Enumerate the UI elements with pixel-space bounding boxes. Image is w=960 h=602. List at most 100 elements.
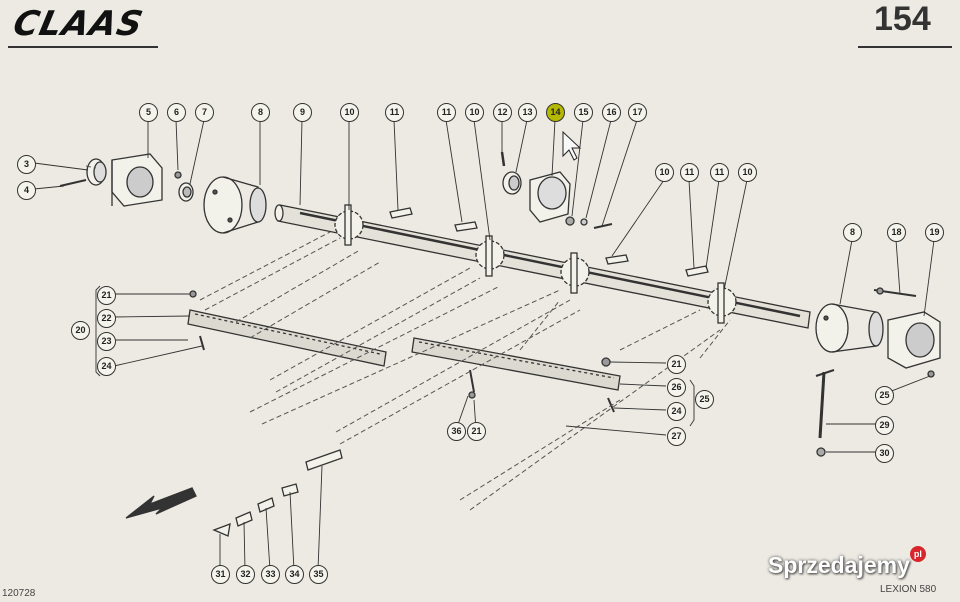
callout-17: 17 bbox=[628, 103, 647, 122]
callout-31: 31 bbox=[211, 565, 230, 584]
callout-20: 20 bbox=[71, 321, 90, 340]
bushing-13 bbox=[502, 171, 522, 195]
clip-31 bbox=[212, 522, 231, 537]
bolt-36 bbox=[469, 369, 475, 393]
seal-ring-left bbox=[86, 158, 107, 186]
nut-6 bbox=[174, 171, 182, 179]
callout-32: 32 bbox=[236, 565, 255, 584]
callout-9: 9 bbox=[293, 103, 312, 122]
callout-4: 4 bbox=[17, 181, 36, 200]
sprocket-2 bbox=[475, 235, 505, 277]
callout-30: 30 bbox=[875, 444, 894, 463]
page-number: 154 bbox=[874, 0, 931, 38]
callout-8: 8 bbox=[251, 103, 270, 122]
callout-10: 10 bbox=[738, 163, 757, 182]
callout-35: 35 bbox=[309, 565, 328, 584]
clip-33 bbox=[257, 497, 275, 513]
pin-12 bbox=[500, 151, 506, 167]
watermark-badge: pl bbox=[909, 546, 926, 562]
bolt-24a bbox=[199, 335, 205, 351]
callout-7: 7 bbox=[195, 103, 214, 122]
guide-rail-left bbox=[187, 309, 387, 367]
callout-23: 23 bbox=[97, 332, 116, 351]
guide-rail-left-teeth bbox=[194, 313, 381, 355]
callout-21: 21 bbox=[667, 355, 686, 374]
model-label: LEXION 580 bbox=[880, 584, 937, 595]
callout-24: 24 bbox=[97, 357, 116, 376]
callout-21: 21 bbox=[97, 286, 116, 305]
guide-rail-right bbox=[411, 337, 621, 391]
sprocket-1 bbox=[334, 204, 364, 246]
flange-right bbox=[815, 303, 884, 353]
bearing-housing-left bbox=[111, 153, 163, 207]
callout-11: 11 bbox=[437, 103, 456, 122]
callout-16: 16 bbox=[602, 103, 621, 122]
flange-left bbox=[203, 176, 267, 234]
callout-27: 27 bbox=[667, 427, 686, 446]
leader-lines bbox=[33, 119, 935, 571]
key-11a bbox=[389, 207, 413, 219]
nut-30 bbox=[816, 447, 826, 457]
callout-22: 22 bbox=[97, 309, 116, 328]
callout-5: 5 bbox=[139, 103, 158, 122]
watermark-text: Sprzedajemy bbox=[768, 552, 910, 578]
callout-10: 10 bbox=[340, 103, 359, 122]
callout-13: 13 bbox=[518, 103, 537, 122]
clip-35 bbox=[305, 449, 343, 471]
callout-34: 34 bbox=[285, 565, 304, 584]
callout-8: 8 bbox=[843, 223, 862, 242]
callout-29: 29 bbox=[875, 416, 894, 435]
callout-36: 36 bbox=[447, 422, 466, 441]
key-11c bbox=[605, 254, 629, 265]
callout-26: 26 bbox=[667, 378, 686, 397]
clip-34 bbox=[281, 483, 299, 497]
cursor-arrow bbox=[562, 130, 582, 161]
callout-19: 19 bbox=[925, 223, 944, 242]
bearing-housing-right bbox=[887, 311, 941, 369]
drawing-code: 120728 bbox=[2, 588, 36, 599]
callout-11: 11 bbox=[710, 163, 729, 182]
bearing-7 bbox=[178, 182, 194, 202]
callout-6: 6 bbox=[167, 103, 186, 122]
rod-29 bbox=[818, 371, 826, 439]
page-number-underline bbox=[858, 46, 952, 48]
callout-24: 24 bbox=[667, 402, 686, 421]
clip-32 bbox=[235, 511, 253, 527]
sprocket-4 bbox=[707, 282, 737, 324]
bracket-29 bbox=[815, 369, 835, 377]
callout-10: 10 bbox=[465, 103, 484, 122]
bolt-17 bbox=[593, 223, 613, 229]
watermark: Sprzedajemy pl bbox=[768, 546, 926, 579]
nut-21a bbox=[189, 290, 197, 298]
nut-21b bbox=[601, 357, 611, 367]
washer-16 bbox=[580, 218, 588, 226]
callout-11: 11 bbox=[385, 103, 404, 122]
nut-21c bbox=[468, 391, 476, 399]
callout-15: 15 bbox=[574, 103, 593, 122]
direction-arrow-icon bbox=[125, 487, 197, 519]
bolt-24b bbox=[607, 397, 615, 413]
callout-21: 21 bbox=[467, 422, 486, 441]
nut-15 bbox=[565, 216, 575, 226]
callout-18: 18 bbox=[887, 223, 906, 242]
shaft-end-left bbox=[274, 204, 284, 222]
callout-25: 25 bbox=[875, 386, 894, 405]
callout-3: 3 bbox=[17, 155, 36, 174]
nut-18 bbox=[876, 287, 884, 295]
callout-10: 10 bbox=[655, 163, 674, 182]
logo-underline bbox=[8, 46, 158, 48]
sprocket-3 bbox=[560, 252, 590, 294]
bearing-housing-14 bbox=[529, 171, 571, 223]
nut-25 bbox=[927, 370, 935, 378]
callout-11: 11 bbox=[680, 163, 699, 182]
key-11d bbox=[685, 265, 709, 277]
callout-25: 25 bbox=[695, 390, 714, 409]
assembly-lines bbox=[85, 165, 731, 511]
key-11b bbox=[454, 221, 478, 232]
callout-14-highlighted: 14 bbox=[546, 103, 565, 122]
callout-33: 33 bbox=[261, 565, 280, 584]
bolt-left bbox=[59, 179, 87, 187]
callout-12: 12 bbox=[493, 103, 512, 122]
